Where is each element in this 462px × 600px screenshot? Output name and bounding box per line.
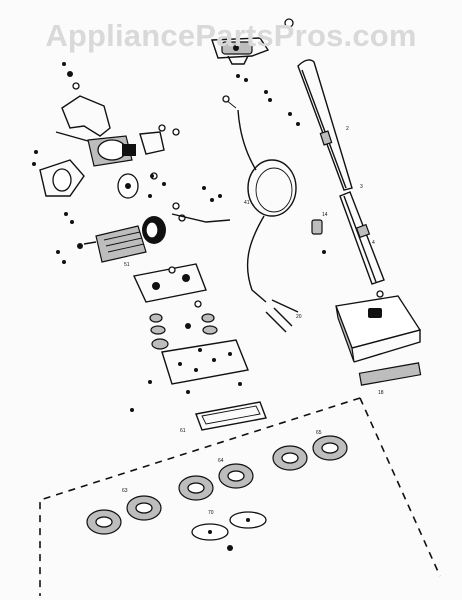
label-brush-set-b: 64 bbox=[218, 458, 224, 464]
label-base-housing: 18 bbox=[378, 390, 384, 396]
label-handle-tube-upper: 2 bbox=[346, 126, 349, 132]
gear-box bbox=[132, 263, 207, 308]
label-motor: 51 bbox=[124, 262, 130, 268]
label-switch: 14 bbox=[322, 212, 328, 218]
gear-stack bbox=[149, 313, 218, 350]
handle-grip bbox=[211, 18, 294, 65]
plug: 20 bbox=[265, 307, 302, 333]
base-housing: 18 bbox=[335, 290, 422, 396]
cam bbox=[117, 172, 166, 199]
label-pad-set: 70 bbox=[208, 510, 214, 516]
label-cord-coil: 41 bbox=[244, 200, 250, 206]
brush-pair-middle: 64 bbox=[178, 458, 254, 501]
brush-pair-left: 63 bbox=[86, 488, 162, 535]
polishing-pads: 70 bbox=[191, 510, 267, 551]
switch: 14 bbox=[311, 212, 328, 254]
label-brush-set-c: 63 bbox=[122, 488, 128, 494]
brush-pair-right: 65 bbox=[272, 430, 348, 471]
label-handle-tube-mid: 3 bbox=[360, 184, 363, 190]
loose-fasteners bbox=[130, 90, 300, 412]
motor: 51 bbox=[77, 216, 166, 268]
gasket: 61 bbox=[180, 401, 267, 434]
power-cord-coil: 41 bbox=[237, 109, 299, 313]
handle-tube-lower: 4 3 bbox=[339, 184, 385, 285]
grip-screws bbox=[222, 74, 248, 109]
base-plate bbox=[148, 339, 249, 394]
accessory-boundary bbox=[39, 397, 441, 596]
label-handle-tube-lower: 4 bbox=[372, 240, 375, 246]
drive-housing bbox=[87, 124, 180, 167]
handle-tube-upper: 2 bbox=[297, 59, 353, 191]
label-plug: 20 bbox=[296, 314, 302, 320]
label-gasket: 61 bbox=[180, 428, 186, 434]
side-plate bbox=[32, 150, 85, 197]
label-brush-set-a: 65 bbox=[316, 430, 322, 436]
motor-fasteners bbox=[56, 202, 231, 264]
upper-bracket bbox=[55, 62, 121, 151]
